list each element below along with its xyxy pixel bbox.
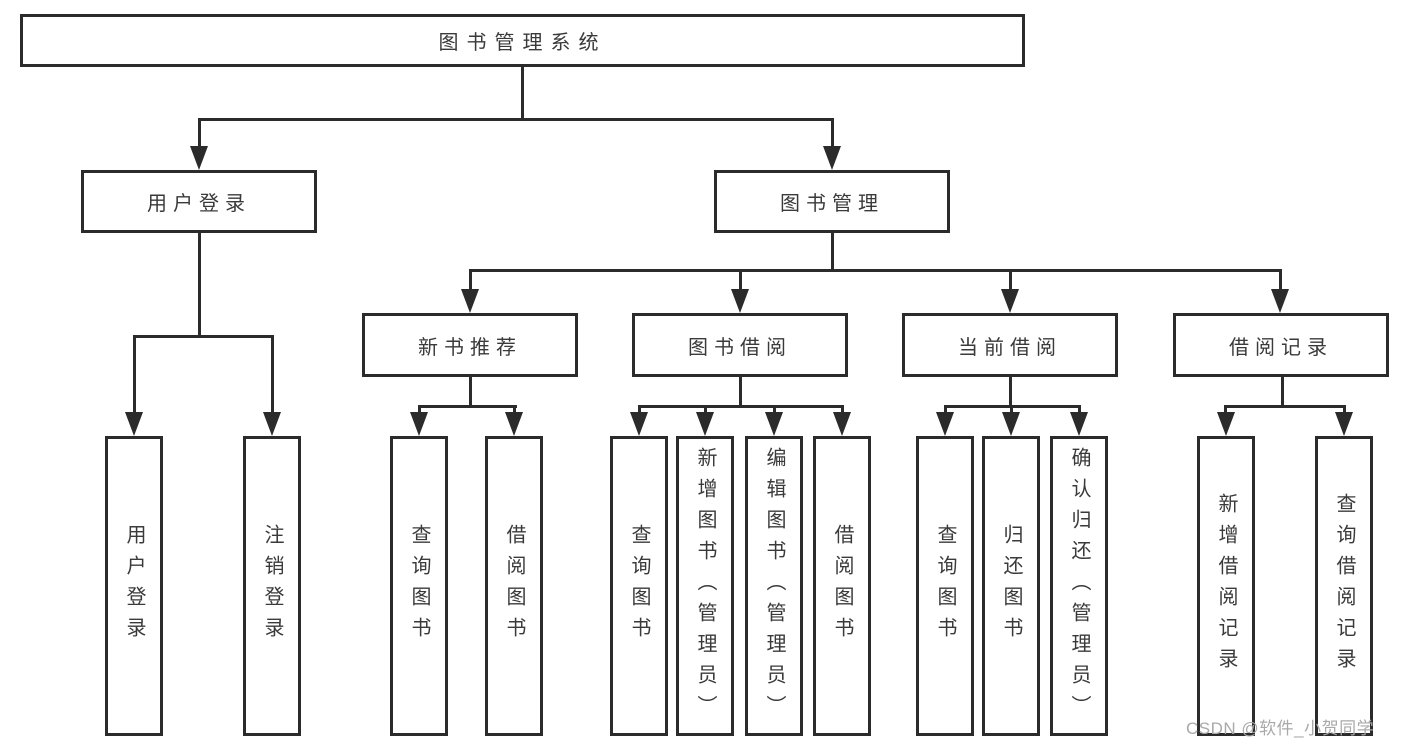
arrow-down-icon (936, 412, 954, 436)
arrow-down-icon (1271, 289, 1289, 313)
connector-root-branch (198, 118, 834, 121)
connector-stem-leaf (638, 405, 641, 414)
connector-stem-group (469, 269, 472, 292)
connector-stem-leaf (841, 405, 844, 414)
node-current-borrowing: 当前借阅 (902, 313, 1118, 377)
arrow-down-icon (1001, 289, 1019, 313)
leaf-query-books-recommend: 查询图书 (390, 436, 448, 736)
connector-user-login-drop (198, 233, 201, 337)
leaf-add-borrow-record: 新增借阅记录 (1197, 436, 1255, 736)
connector-stem-leaf (418, 405, 421, 414)
connector-split (418, 405, 517, 408)
leaf-borrow-books-recommend: 借阅图书 (485, 436, 543, 736)
leaf-return-books: 归还图书 (982, 436, 1040, 736)
arrow-down-icon (765, 412, 783, 436)
node-new-book-recommend: 新书推荐 (362, 313, 578, 377)
arrow-down-icon (1070, 412, 1088, 436)
node-book-borrowing: 图书借阅 (632, 313, 848, 377)
arrow-down-icon (125, 412, 143, 436)
connector-stem-leaf (1010, 405, 1013, 414)
connector-drop (1009, 377, 1012, 408)
connector-stem-leaf (1343, 405, 1346, 414)
connector-stem-leaf (133, 335, 136, 414)
node-borrowing-records: 借阅记录 (1173, 313, 1389, 377)
leaf-confirm-return-admin: 确认归还（管理员） (1050, 436, 1108, 736)
connector-book-management-drop (831, 233, 834, 269)
arrow-down-icon (410, 412, 428, 436)
connector-stem-leaf (1078, 405, 1081, 414)
node-user-login: 用户登录 (81, 170, 317, 233)
connector-stem-leaf (704, 405, 707, 414)
arrow-down-icon (1335, 412, 1353, 436)
connector-root-drop (521, 67, 524, 120)
node-book-management: 图书管理 (714, 170, 950, 233)
connector-stem-group (1279, 269, 1282, 292)
connector-stem-leaf (1224, 405, 1227, 414)
connector-split (638, 405, 844, 408)
leaf-user-login: 用户登录 (105, 436, 163, 736)
connector-stem-group (739, 269, 742, 292)
connector-stem-leaf (513, 405, 516, 414)
arrow-down-icon (461, 289, 479, 313)
connector-stem-book-management (831, 118, 834, 150)
arrow-down-icon (696, 412, 714, 436)
leaf-borrow-books: 借阅图书 (813, 436, 871, 736)
arrow-down-icon (823, 146, 841, 170)
connector-stem-leaf (271, 335, 274, 414)
arrow-down-icon (263, 412, 281, 436)
leaf-query-books-borrowing: 查询图书 (610, 436, 668, 736)
connector-drop (739, 377, 742, 408)
connector-split (1224, 405, 1345, 408)
arrow-down-icon (505, 412, 523, 436)
arrow-down-icon (731, 289, 749, 313)
arrow-down-icon (630, 412, 648, 436)
connector-user-login-split (133, 335, 274, 338)
leaf-query-books-current: 查询图书 (916, 436, 974, 736)
node-library-management-system: 图书管理系统 (20, 14, 1025, 67)
leaf-add-book-admin: 新增图书（管理员） (676, 436, 734, 736)
leaf-logout: 注销登录 (243, 436, 301, 736)
arrow-down-icon (190, 146, 208, 170)
connector-drop (469, 377, 472, 408)
leaf-edit-book-admin: 编辑图书（管理员） (745, 436, 803, 736)
leaf-query-borrow-record: 查询借阅记录 (1315, 436, 1373, 736)
connector-book-management-branch (469, 269, 1282, 272)
connector-stem-leaf (773, 405, 776, 414)
connector-stem-user-login (198, 118, 201, 150)
connector-stem-leaf (944, 405, 947, 414)
arrow-down-icon (833, 412, 851, 436)
arrow-down-icon (1002, 412, 1020, 436)
watermark: CSDN @软件_小贺同学 (1186, 719, 1375, 738)
arrow-down-icon (1217, 412, 1235, 436)
connector-stem-group (1009, 269, 1012, 292)
connector-drop (1281, 377, 1284, 408)
